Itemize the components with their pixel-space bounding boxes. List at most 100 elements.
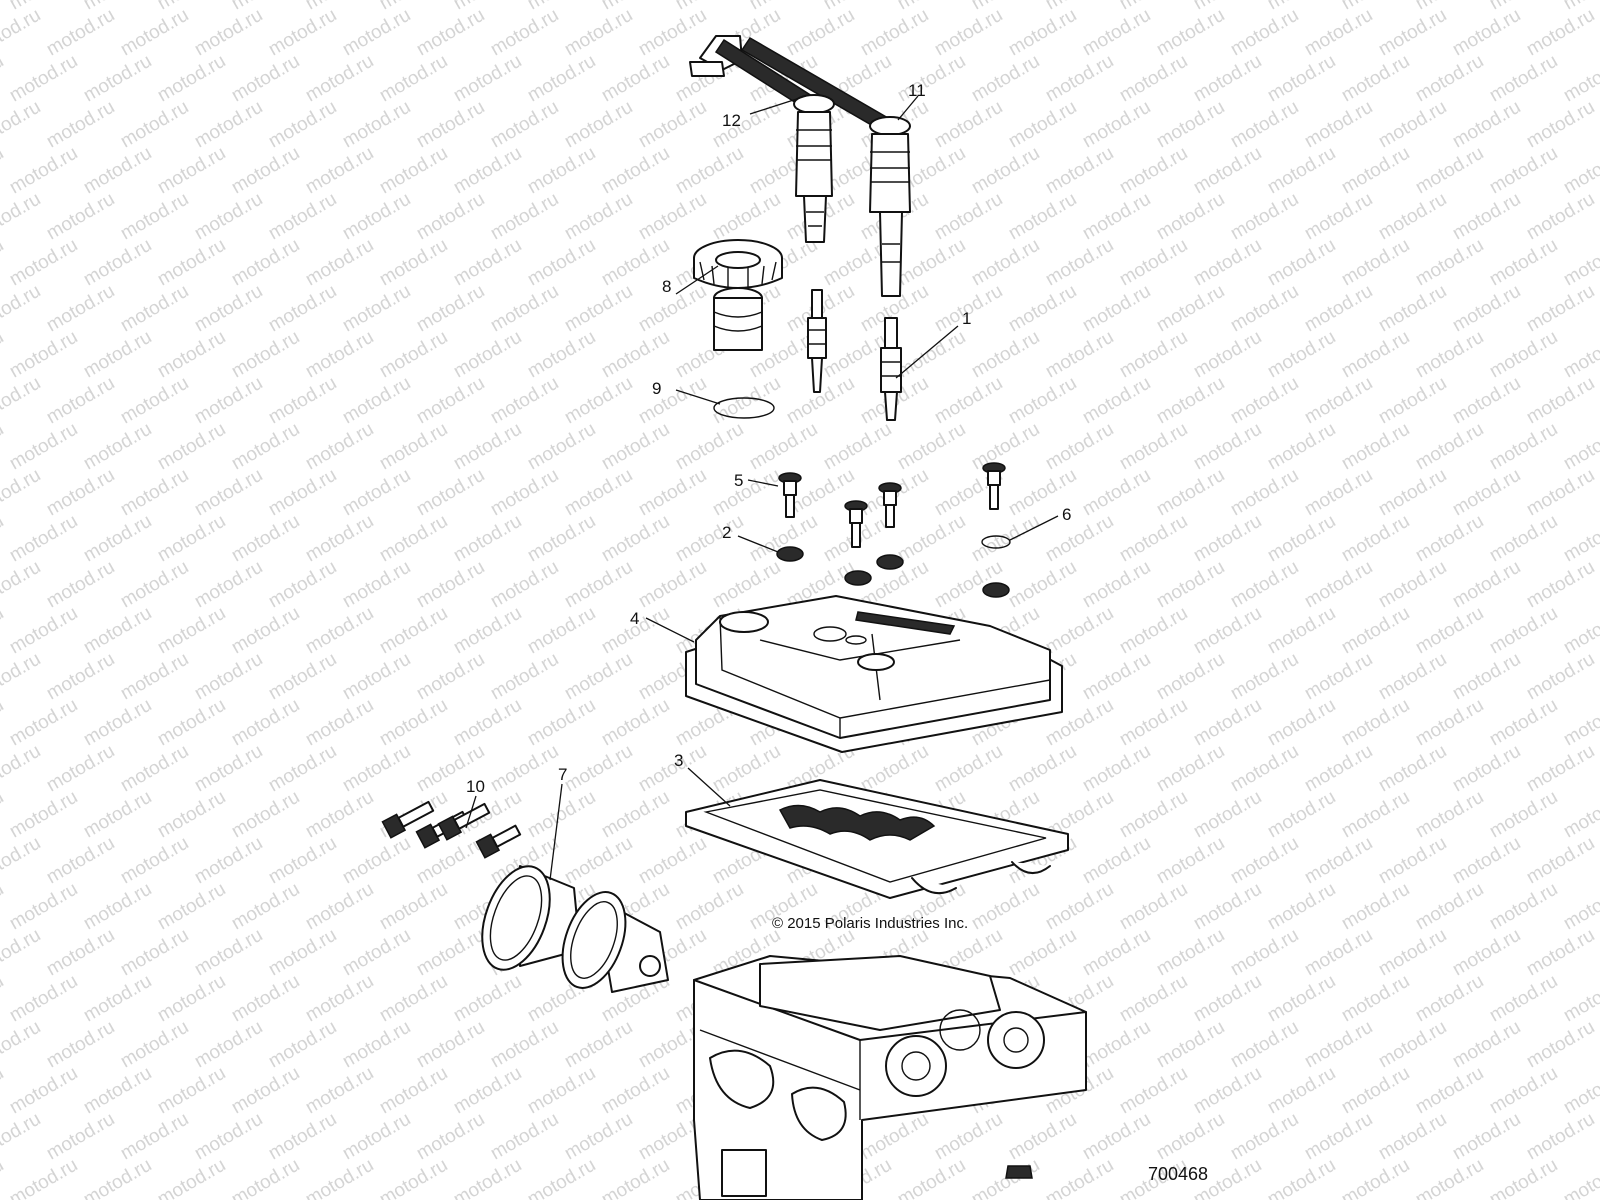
watermark-text: motod.ru	[43, 557, 118, 613]
watermark-text: motod.ru	[1375, 5, 1450, 61]
watermark-text: motod.ru	[598, 511, 673, 567]
watermark-text: motod.ru	[1486, 235, 1561, 291]
watermark-text: motod.ru	[1523, 465, 1598, 521]
watermark-text: motod.ru	[450, 971, 525, 1027]
watermark-text: motod.ru	[1523, 833, 1598, 889]
watermark-text: motod.ru	[968, 143, 1043, 199]
callout-12: 12	[722, 111, 741, 130]
watermark-text: motod.ru	[6, 787, 81, 843]
watermark-text: motod.ru	[1042, 419, 1117, 475]
watermark-text: motod.ru	[1560, 511, 1600, 567]
watermark-text: motod.ru	[228, 695, 303, 751]
watermark-text: motod.ru	[117, 741, 192, 797]
watermark-text: motod.ru	[1005, 925, 1080, 981]
watermark-text: motod.ru	[1005, 189, 1080, 245]
watermark-text: motod.ru	[1375, 373, 1450, 429]
watermark-text: motod.ru	[931, 97, 1006, 153]
watermark-text: motod.ru	[0, 235, 7, 291]
watermark-text: motod.ru	[117, 5, 192, 61]
watermark-text: motod.ru	[0, 1017, 44, 1073]
watermark-text: motod.ru	[191, 5, 266, 61]
watermark-text: motod.ru	[1116, 143, 1191, 199]
watermark-text: motod.ru	[931, 1109, 1006, 1165]
grommets	[776, 546, 1010, 598]
watermark-text: motod.ru	[1338, 143, 1413, 199]
watermark-text: motod.ru	[1079, 557, 1154, 613]
watermark-text: motod.ru	[561, 649, 636, 705]
watermark-text: motod.ru	[228, 419, 303, 475]
watermark-text: motod.ru	[1486, 511, 1561, 567]
watermark-text: motod.ru	[191, 97, 266, 153]
watermark-text: motod.ru	[6, 971, 81, 1027]
watermark-text: motod.ru	[968, 0, 1043, 14]
watermark-text: motod.ru	[228, 879, 303, 935]
cylinder-head	[693, 955, 1087, 1200]
watermark-text: motod.ru	[1079, 925, 1154, 981]
watermark-text: motod.ru	[228, 143, 303, 199]
flange-bolts	[381, 800, 522, 859]
watermark-text: motod.ru	[376, 1155, 451, 1200]
watermark-text: motod.ru	[1301, 281, 1376, 337]
watermark-text: motod.ru	[1079, 833, 1154, 889]
watermark-text: motod.ru	[413, 281, 488, 337]
watermark-text: motod.ru	[0, 787, 7, 843]
watermark-text: motod.ru	[1375, 465, 1450, 521]
watermark-text: motod.ru	[1375, 1109, 1450, 1165]
watermark-text: motod.ru	[228, 787, 303, 843]
watermark-text: motod.ru	[154, 1063, 229, 1119]
watermark-text: motod.ru	[1079, 373, 1154, 429]
watermark-text: motod.ru	[0, 925, 44, 981]
watermark-text: motod.ru	[80, 879, 155, 935]
watermark-text: motod.ru	[6, 511, 81, 567]
watermark-text: motod.ru	[598, 51, 673, 107]
watermark-text: motod.ru	[0, 1109, 44, 1165]
watermark-text: motod.ru	[43, 465, 118, 521]
watermark-text: motod.ru	[746, 419, 821, 475]
watermark-text: motod.ru	[1042, 1155, 1117, 1200]
watermark-text: motod.ru	[1042, 51, 1117, 107]
watermark-text: motod.ru	[413, 189, 488, 245]
watermark-text: motod.ru	[1005, 5, 1080, 61]
watermark-text: motod.ru	[0, 373, 44, 429]
watermark-text: motod.ru	[1486, 143, 1561, 199]
watermark-text: motod.ru	[450, 143, 525, 199]
watermark-text: motod.ru	[1301, 557, 1376, 613]
watermark-text: motod.ru	[894, 327, 969, 383]
watermark-text: motod.ru	[1375, 1017, 1450, 1073]
watermark-text: motod.ru	[302, 879, 377, 935]
watermark-text: motod.ru	[0, 833, 44, 889]
watermark-text: motod.ru	[1560, 327, 1600, 383]
watermark-text: motod.ru	[302, 143, 377, 199]
watermark-text: motod.ru	[1190, 327, 1265, 383]
watermark-text: motod.ru	[894, 1155, 969, 1200]
watermark-text: motod.ru	[376, 327, 451, 383]
watermark-text: motod.ru	[1005, 281, 1080, 337]
watermark-text: motod.ru	[6, 419, 81, 475]
watermark-text: motod.ru	[1264, 0, 1339, 14]
watermark-text: motod.ru	[1079, 5, 1154, 61]
watermark-text: motod.ru	[80, 1063, 155, 1119]
watermark-text: motod.ru	[487, 189, 562, 245]
watermark-text: motod.ru	[524, 787, 599, 843]
watermark-text: motod.ru	[1042, 235, 1117, 291]
watermark-text: motod.ru	[191, 1109, 266, 1165]
watermark-text: motod.ru	[43, 373, 118, 429]
watermark-text: motod.ru	[191, 373, 266, 429]
watermark-text: motod.ru	[1116, 235, 1191, 291]
shoulder-bolts	[778, 462, 1006, 548]
watermark-text: motod.ru	[1560, 51, 1600, 107]
watermark-text: motod.ru	[413, 5, 488, 61]
watermark-text: motod.ru	[191, 925, 266, 981]
callout-3: 3	[674, 751, 683, 770]
watermark-text: motod.ru	[413, 649, 488, 705]
watermark-text: motod.ru	[1079, 649, 1154, 705]
watermark-text: motod.ru	[1301, 1017, 1376, 1073]
watermark-text: motod.ru	[376, 971, 451, 1027]
watermark-text: motod.ru	[1449, 1017, 1524, 1073]
watermark-text: motod.ru	[487, 649, 562, 705]
watermark-text: motod.ru	[265, 5, 340, 61]
watermark-text: motod.ru	[598, 419, 673, 475]
watermark-text: motod.ru	[1264, 879, 1339, 935]
watermark-text: motod.ru	[1486, 1063, 1561, 1119]
